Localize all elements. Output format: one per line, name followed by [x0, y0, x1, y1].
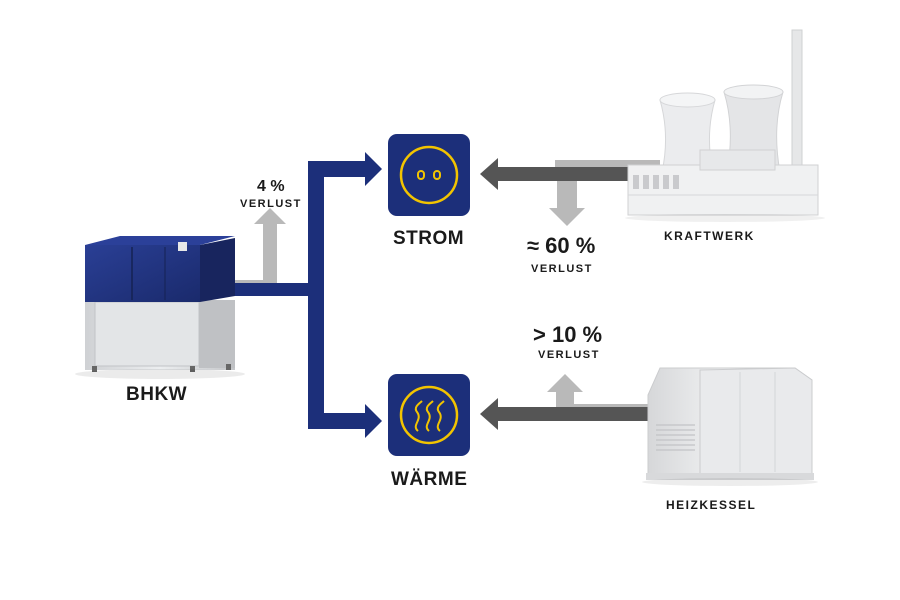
bhkw-loss-arrow: [235, 208, 286, 294]
waerme-label: WÄRME: [391, 469, 468, 490]
strom-tile: [388, 134, 470, 216]
bhkw-label: BHKW: [126, 384, 188, 405]
heizkessel-arrows: [480, 374, 665, 430]
arrow-to-strom: [308, 152, 382, 186]
bhkw-machine: [75, 236, 245, 379]
bhkw-loss-label: VERLUST: [240, 198, 302, 210]
kraftwerk-power-plant: [625, 29, 825, 222]
kraftwerk-loss-label: VERLUST: [531, 263, 593, 275]
bhkw-flow-arrows: [235, 152, 382, 438]
heat-waves-icon: [399, 385, 459, 445]
heizkessel-label: HEIZKESSEL: [666, 498, 757, 512]
power-socket-icon: [399, 145, 459, 205]
waerme-tile: [388, 374, 470, 456]
heizkessel-boiler: [642, 367, 818, 486]
kraftwerk-loss-value: ≈ 60 %: [527, 233, 596, 258]
arrow-kraftwerk-to-strom: [480, 158, 665, 190]
heizkessel-loss-value: > 10 %: [533, 322, 603, 347]
kraftwerk-label: KRAFTWERK: [664, 229, 755, 243]
bhkw-blue-housing: [85, 245, 200, 302]
heizkessel-loss-label: VERLUST: [538, 349, 600, 361]
bhkw-output-trunk: [235, 283, 315, 296]
bhkw-logo-icon: [178, 242, 187, 251]
strom-label: STROM: [393, 228, 465, 249]
arrow-to-waerme: [308, 404, 382, 438]
bhkw-loss-value: 4 %: [257, 178, 285, 195]
arrow-heizkessel-to-waerme: [480, 398, 665, 430]
